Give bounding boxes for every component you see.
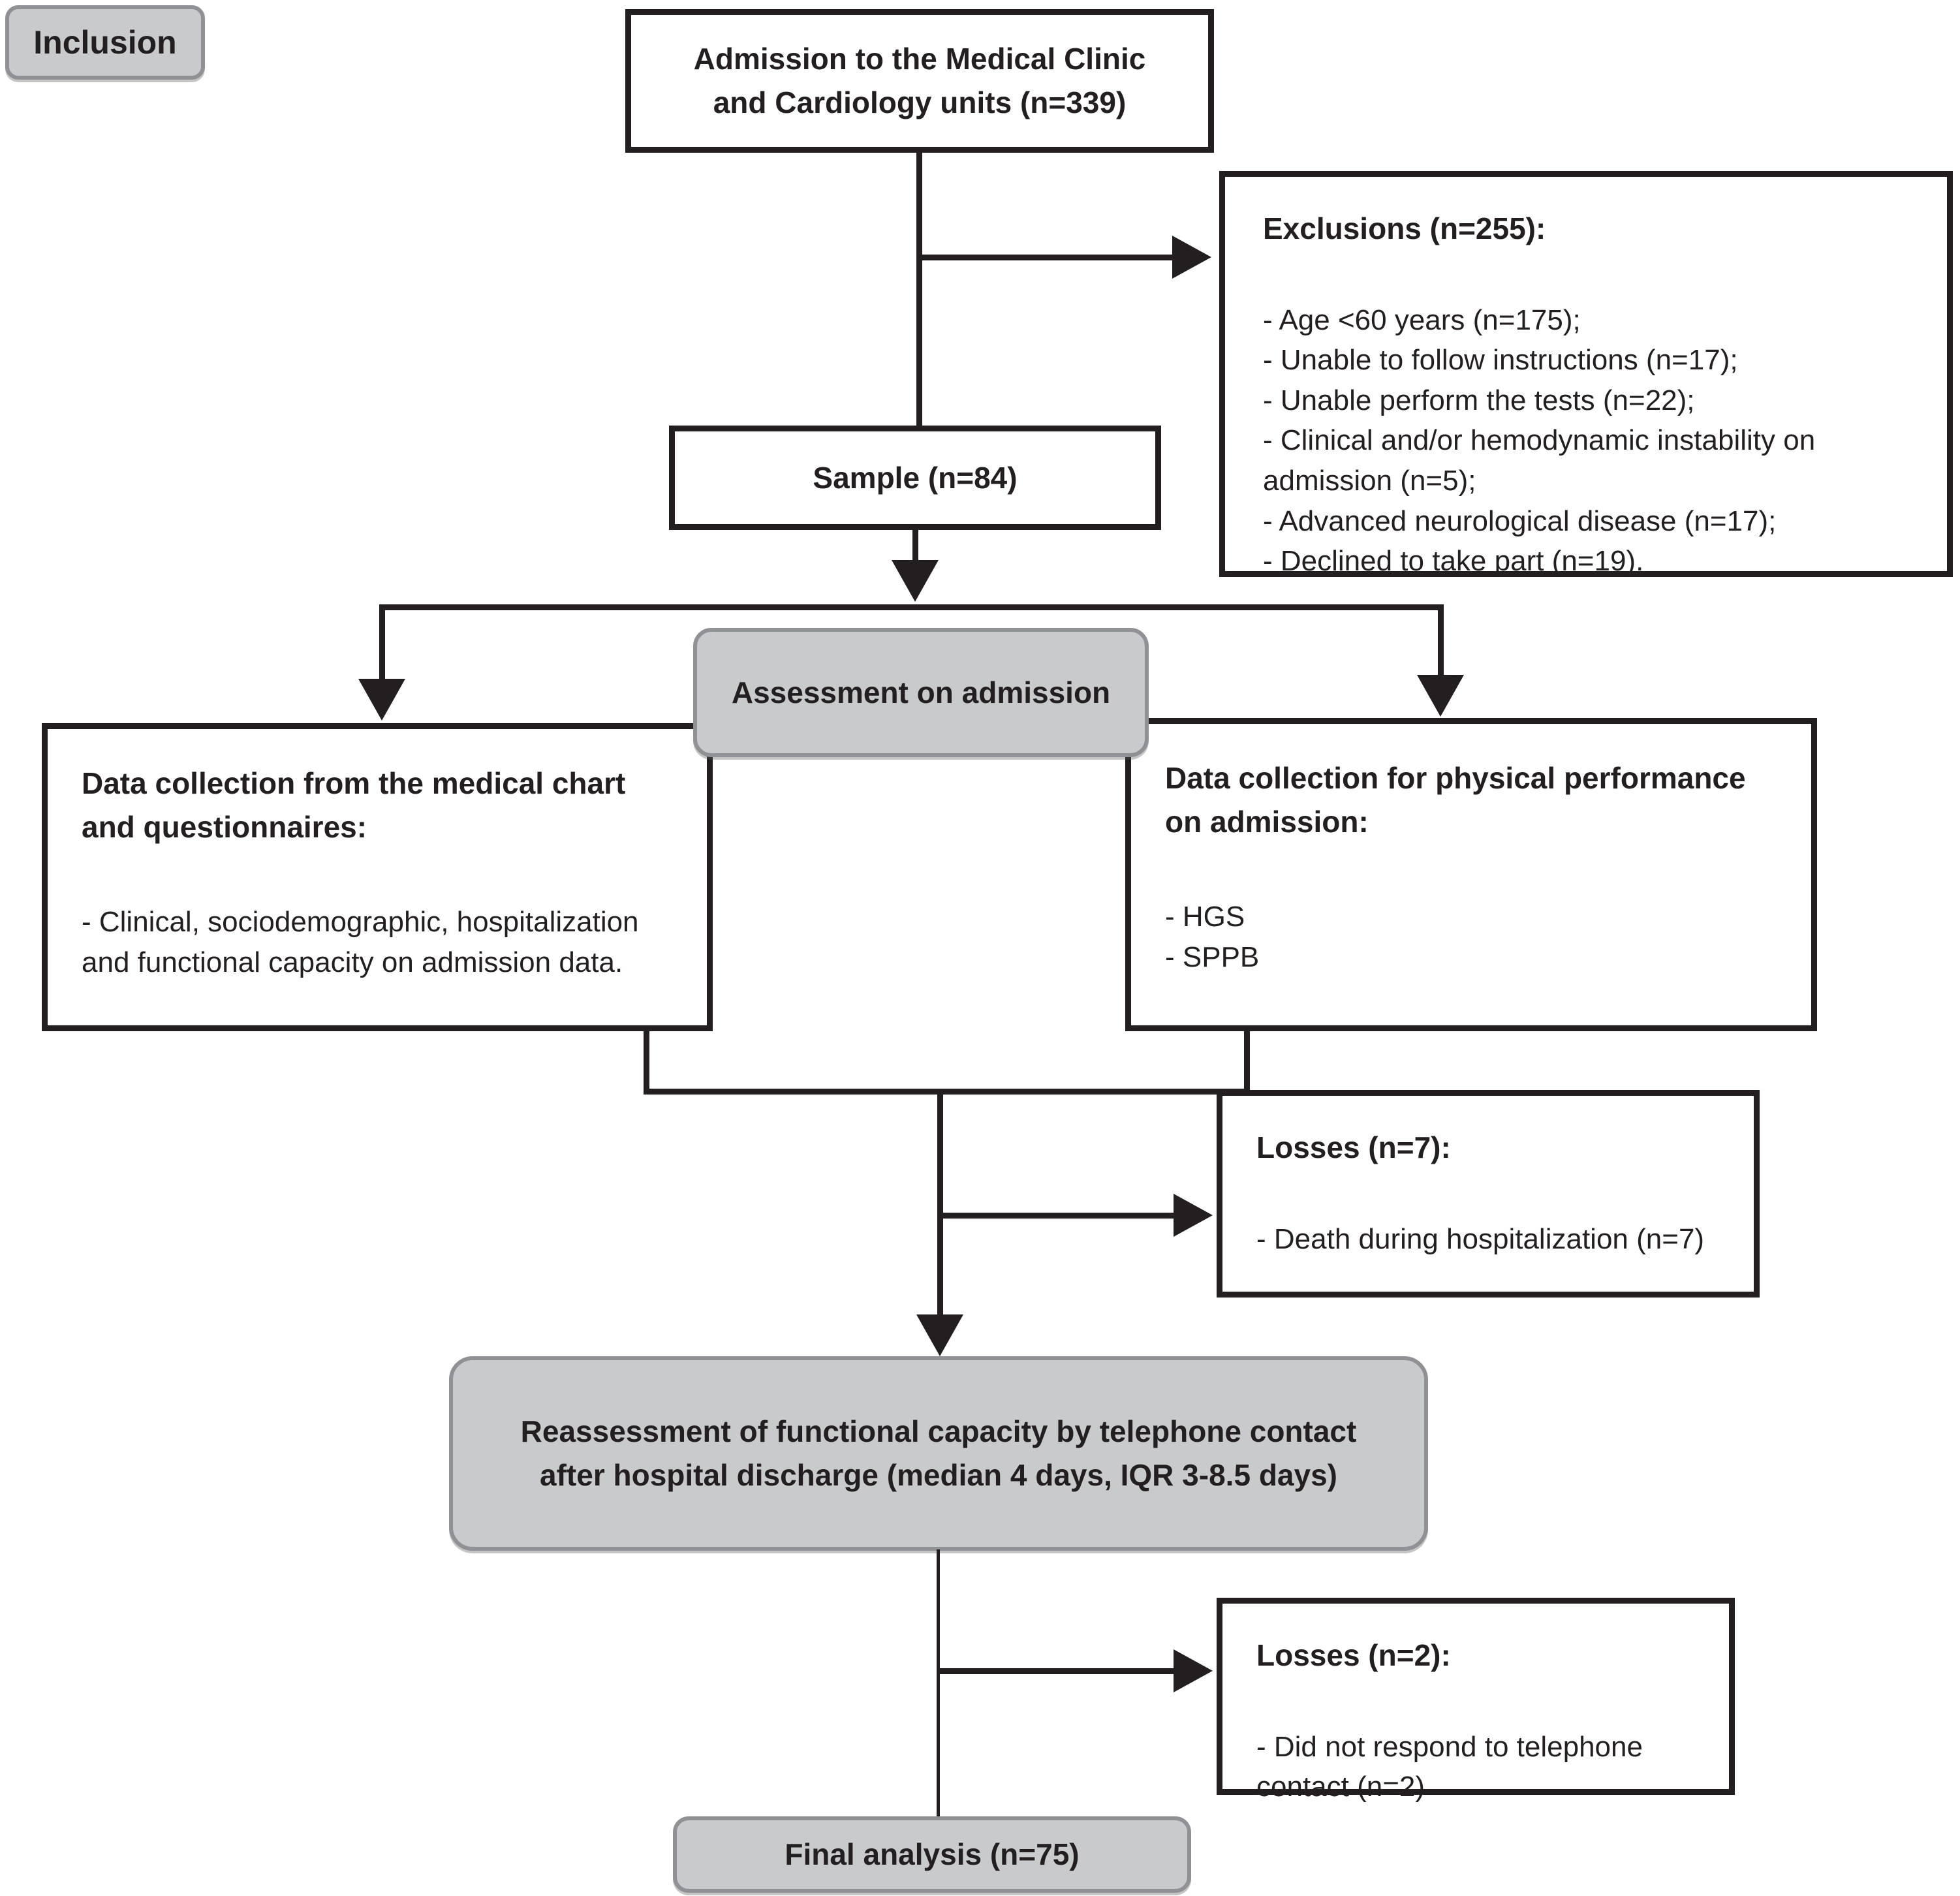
connector-merge-horizontal <box>644 1089 1250 1095</box>
losses-telephone-box: Losses (n=2): - Did not respond to telep… <box>1217 1598 1735 1803</box>
arrowhead-down-reassessment-icon <box>916 1314 963 1356</box>
exclusions-box: Exclusions (n=255): - Age <60 years (n=1… <box>1219 171 1953 577</box>
final-analysis-box: Final analysis (n=75) <box>673 1816 1191 1893</box>
exclusions-title: Exclusions (n=255): <box>1263 211 1546 245</box>
connector-rightbox-down <box>1244 1030 1250 1095</box>
exclusion-item: - Declined to take part (n=19). <box>1263 545 1644 578</box>
arrowhead-down-right-box-icon <box>1417 675 1464 717</box>
assessment-on-admission-text: Assessment on admission <box>731 675 1111 709</box>
exclusion-item: - Advanced neurological disease (n=17); <box>1263 505 1777 537</box>
connector-leftbox-down <box>644 1030 649 1095</box>
connector-reassessment-to-final <box>937 1549 940 1818</box>
sample-box-text: Sample (n=84) <box>813 460 1018 495</box>
data-collection-physical-title: Data collection for physical performance… <box>1165 761 1746 839</box>
connector-sample-to-split <box>912 527 918 563</box>
exclusion-item: - Age <60 years (n=175); <box>1263 303 1581 336</box>
losses-telephone-item: - Did not respond to telephone contact (… <box>1256 1730 1643 1803</box>
arrowhead-down-left-box-icon <box>358 679 405 721</box>
data-collection-physical-box: Data collection for physical performance… <box>1125 718 1817 1031</box>
inclusion-label-text: Inclusion <box>33 23 177 61</box>
exclusion-item: - Clinical and/or hemodynamic instabilit… <box>1263 424 1816 497</box>
connector-split-horizontal <box>379 604 1444 610</box>
admission-box-text: Admission to the Medical Clinic and Card… <box>693 42 1146 119</box>
connector-to-losses-telephone <box>939 1668 1175 1674</box>
sample-box: Sample (n=84) <box>669 426 1161 530</box>
data-collection-chart-title: Data collection from the medical chart a… <box>82 766 626 844</box>
data-collection-physical-item: - SPPB <box>1165 940 1260 973</box>
connector-to-exclusions <box>919 255 1174 260</box>
losses-hospital-item: - Death during hospitalization (n=7) <box>1256 1222 1705 1255</box>
reassessment-box-text: Reassessment of functional capacity by t… <box>520 1414 1357 1492</box>
assessment-on-admission-label: Assessment on admission <box>693 628 1149 757</box>
connector-right-branch <box>1438 604 1444 676</box>
losses-hospital-title: Losses (n=7): <box>1256 1130 1451 1164</box>
arrowhead-down-split-icon <box>892 560 939 602</box>
connector-to-losses-hospital <box>940 1213 1175 1219</box>
inclusion-label: Inclusion <box>5 5 205 80</box>
exclusion-item: - Unable to follow instructions (n=17); <box>1263 344 1738 377</box>
connector-merge-to-reassessment <box>937 1089 943 1317</box>
connector-left-branch <box>379 604 385 680</box>
arrowhead-right-exclusions-icon <box>1172 236 1211 279</box>
reassessment-box: Reassessment of functional capacity by t… <box>449 1356 1428 1551</box>
arrowhead-right-losses-hospital-icon <box>1174 1194 1213 1237</box>
admission-box: Admission to the Medical Clinic and Card… <box>625 9 1214 153</box>
data-collection-chart-box: Data collection from the medical chart a… <box>42 723 713 1031</box>
losses-hospital-box: Losses (n=7): - Death during hospitaliza… <box>1217 1090 1760 1298</box>
arrowhead-right-losses-telephone-icon <box>1174 1649 1213 1692</box>
data-collection-physical-item: - HGS <box>1165 901 1245 933</box>
connector-admission-to-sample <box>916 150 922 427</box>
losses-telephone-title: Losses (n=2): <box>1256 1638 1451 1672</box>
data-collection-chart-item: - Clinical, sociodemographic, hospitaliz… <box>82 906 639 978</box>
exclusion-item: - Unable perform the tests (n=22); <box>1263 384 1695 416</box>
final-analysis-text: Final analysis (n=75) <box>785 1837 1080 1872</box>
